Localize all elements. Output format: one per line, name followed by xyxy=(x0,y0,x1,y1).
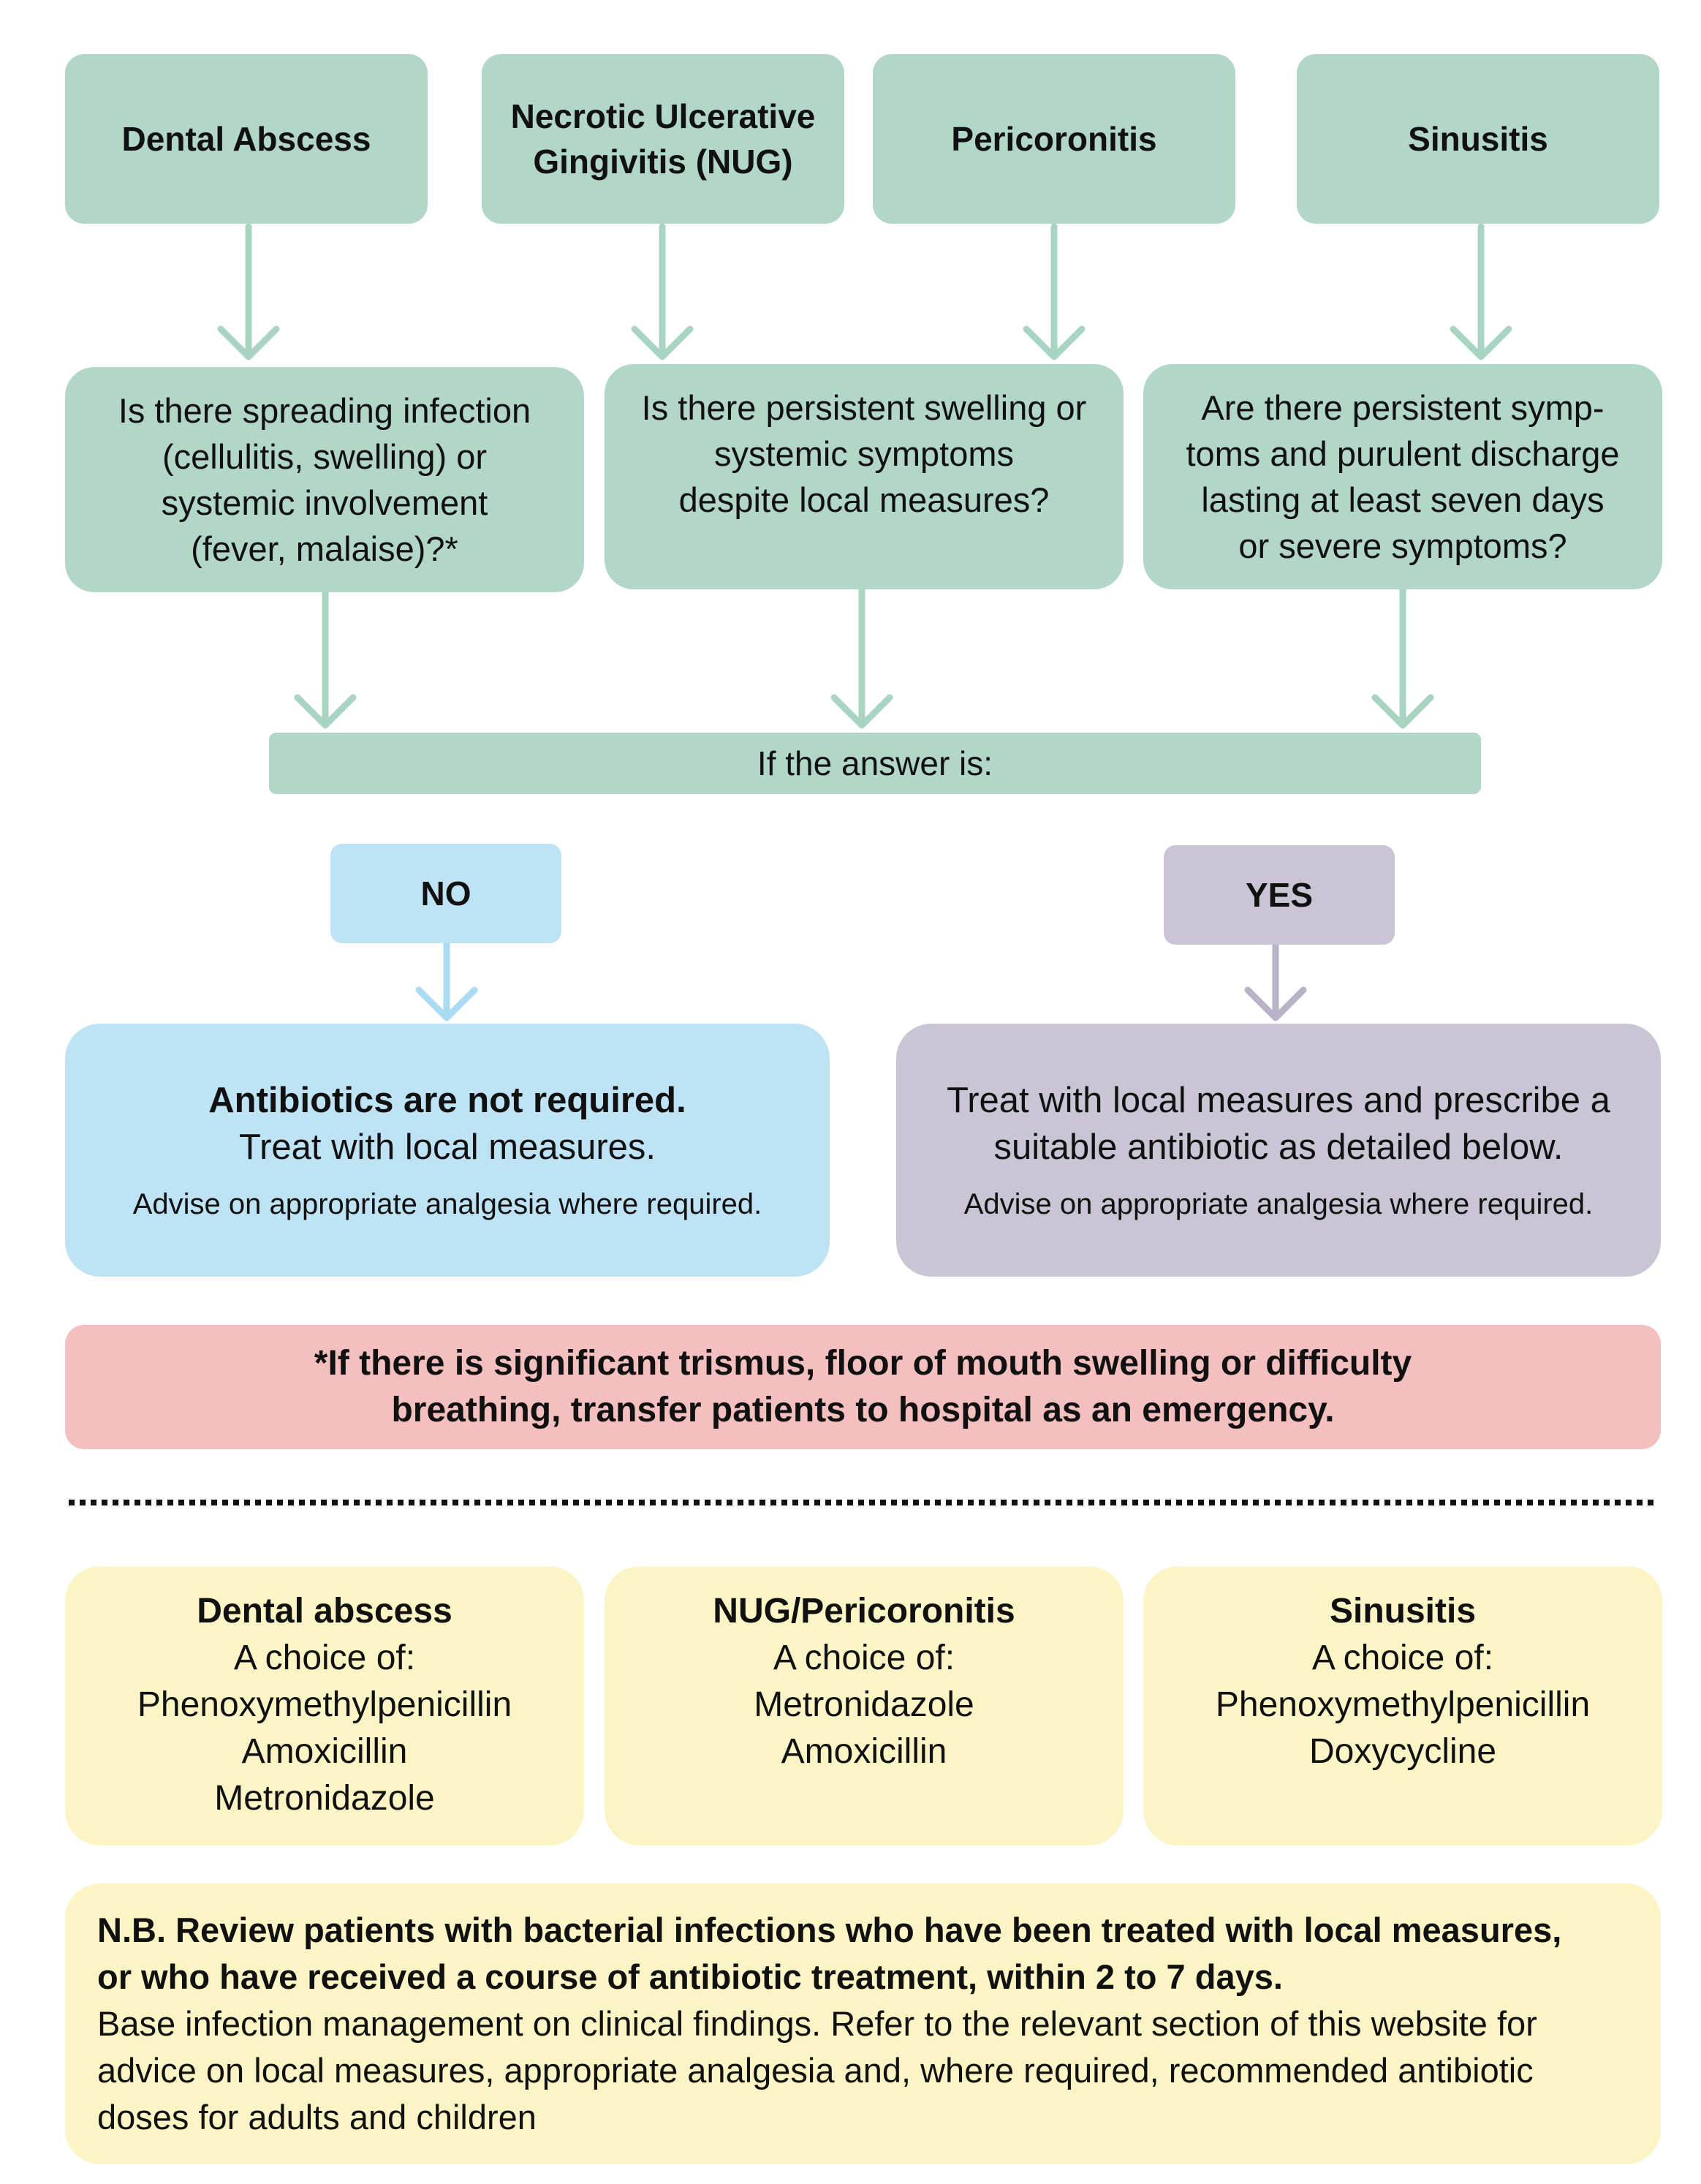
antibiotic-group-title: Sinusitis xyxy=(1329,1592,1477,1631)
question-line: lasting at least seven days xyxy=(1201,480,1605,519)
question-line: toms and purulent discharge xyxy=(1186,434,1620,473)
arrow-q3-to-answer xyxy=(1371,586,1434,729)
review-note-line: advice on local measures, appropriate an… xyxy=(97,2051,1534,2090)
review-note-line: Base infection management on clinical fi… xyxy=(97,2004,1537,2043)
outcome-yes-antibiotics: Treat with local measures and prescribe … xyxy=(896,1024,1661,1277)
answer-prompt-bar: If the answer is: xyxy=(269,733,1481,794)
question-line: or severe symptoms? xyxy=(1238,526,1567,565)
question-persistent-symptoms: Are there persistent symp- toms and puru… xyxy=(1143,364,1662,589)
antibiotic-drug: Amoxicillin xyxy=(781,1732,947,1771)
outcome-no-note: Advise on appropriate analgesia where re… xyxy=(132,1188,762,1220)
antibiotic-drug: Metronidazole xyxy=(754,1685,974,1724)
antibiotic-choice-label: A choice of: xyxy=(773,1639,955,1677)
antibiotics-sinusitis: Sinusitis A choice of: Phenoxymethylpeni… xyxy=(1143,1566,1662,1845)
arrow-nug-to-q2 xyxy=(631,223,694,360)
decision-yes: YES xyxy=(1164,845,1395,945)
arrow-no-to-outcome xyxy=(415,940,478,1021)
condition-label: Gingivitis (NUG) xyxy=(533,143,793,181)
condition-sinusitis: Sinusitis xyxy=(1297,54,1659,224)
antibiotic-choice-label: A choice of: xyxy=(233,1639,416,1677)
question-line: despite local measures? xyxy=(678,480,1050,519)
review-note-bold-line: N.B. Review patients with bacterial infe… xyxy=(97,1911,1562,1949)
outcome-yes-note: Advise on appropriate analgesia where re… xyxy=(963,1188,1594,1220)
question-line: systemic involvement xyxy=(161,483,488,522)
review-note-bold-line: or who have received a course of antibio… xyxy=(97,1957,1283,1996)
answer-prompt-text: If the answer is: xyxy=(757,744,993,782)
condition-label: Sinusitis xyxy=(1408,120,1548,158)
antibiotic-choice-label: A choice of: xyxy=(1311,1639,1494,1677)
arrow-q2-to-answer xyxy=(830,586,893,729)
question-line: Is there persistent swelling or xyxy=(641,388,1087,427)
decision-yes-label: YES xyxy=(1245,876,1314,914)
outcome-yes-line: suitable antibiotic as detailed below. xyxy=(993,1127,1564,1167)
antibiotics-nug-pericoronitis: NUG/Pericoronitis A choice of: Metronida… xyxy=(605,1566,1124,1845)
condition-label: Dental Abscess xyxy=(121,120,371,158)
question-line: (cellulitis, swelling) or xyxy=(162,437,487,476)
antibiotic-drug: Doxycycline xyxy=(1308,1732,1497,1771)
arrow-abscess-to-q1 xyxy=(217,223,280,360)
arrow-q1-to-answer xyxy=(294,589,357,729)
outcome-yes-line: Treat with local measures and prescribe … xyxy=(947,1081,1610,1120)
arrow-pericoronitis-to-q2 xyxy=(1023,223,1086,360)
antibiotic-drug: Phenoxymethylpenicillin xyxy=(1215,1685,1591,1724)
emergency-warning: *If there is significant trismus, floor … xyxy=(65,1325,1661,1449)
question-line: systemic symptoms xyxy=(714,434,1014,473)
decision-no-label: NO xyxy=(420,874,471,912)
question-line: Is there spreading infection xyxy=(118,391,531,430)
condition-pericoronitis: Pericoronitis xyxy=(873,54,1235,224)
decision-no: NO xyxy=(330,844,561,943)
antibiotic-group-title: Dental abscess xyxy=(197,1592,452,1631)
antibiotic-group-title: NUG/Pericoronitis xyxy=(713,1592,1015,1631)
outcome-no-text: Treat with local measures. xyxy=(238,1127,656,1167)
review-note: N.B. Review patients with bacterial infe… xyxy=(65,1883,1661,2164)
review-note-line: doses for adults and children xyxy=(97,2098,537,2136)
antibiotic-drug: Metronidazole xyxy=(214,1779,435,1818)
arrow-yes-to-outcome xyxy=(1244,941,1307,1021)
antibiotic-drug: Amoxicillin xyxy=(241,1732,408,1771)
antibiotics-dental-abscess: Dental abscess A choice of: Phenoxymethy… xyxy=(65,1566,584,1845)
outcome-no-antibiotics: Antibiotics are not required. Treat with… xyxy=(65,1024,830,1277)
outcome-no-heading: Antibiotics are not required. xyxy=(208,1081,686,1120)
question-line: Are there persistent symp- xyxy=(1201,388,1605,427)
question-line: (fever, malaise)?* xyxy=(191,529,458,568)
question-spreading-infection: Is there spreading infection (cellulitis… xyxy=(65,367,584,592)
question-persistent-swelling: Is there persistent swelling or systemic… xyxy=(605,364,1124,589)
warning-line: breathing, transfer patients to hospital… xyxy=(391,1391,1335,1429)
condition-nug: Necrotic Ulcerative Gingivitis (NUG) xyxy=(482,54,844,224)
condition-label: Pericoronitis xyxy=(951,120,1157,158)
condition-label: Necrotic Ulcerative xyxy=(510,97,816,135)
arrow-sinusitis-to-q3 xyxy=(1450,223,1512,360)
antibiotic-drug: Phenoxymethylpenicillin xyxy=(137,1685,512,1724)
warning-line: *If there is significant trismus, floor … xyxy=(314,1344,1412,1383)
condition-dental-abscess: Dental Abscess xyxy=(65,54,428,224)
